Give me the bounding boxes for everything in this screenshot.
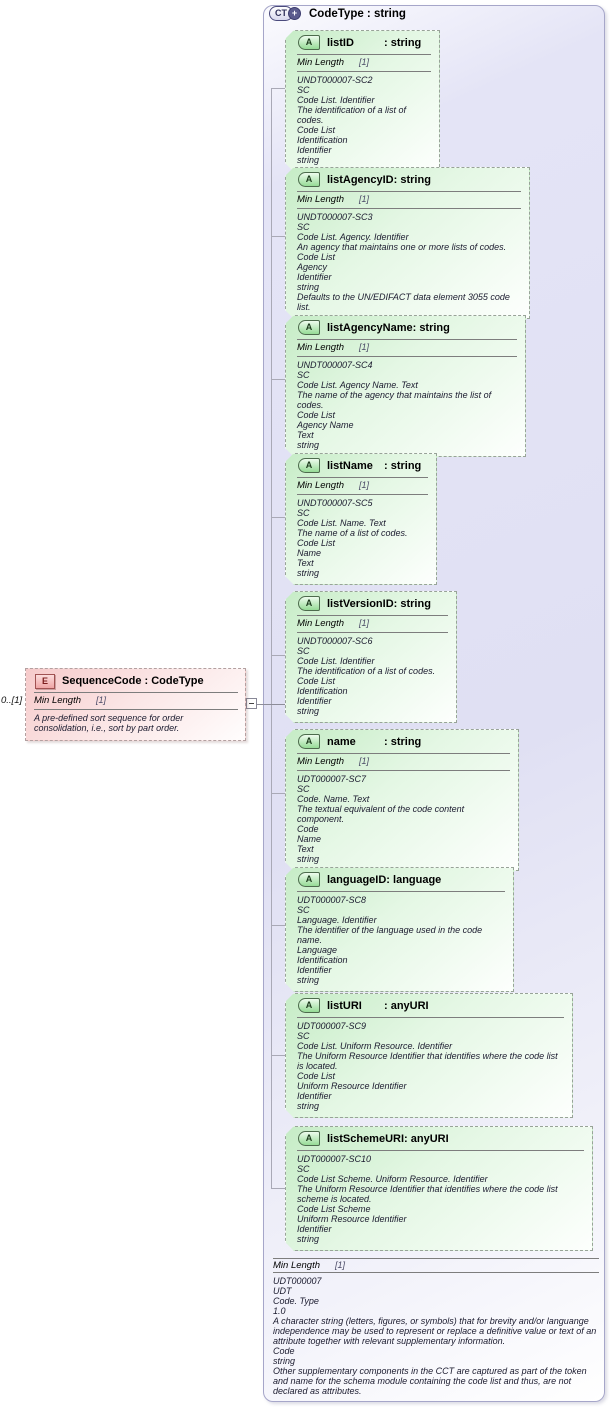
divider [297, 54, 431, 55]
tree-stub-listid [271, 88, 285, 89]
attribute-title: languageID: language [327, 873, 442, 886]
complextype-title: CodeType : string [309, 7, 406, 20]
attribute-header: A name: string [286, 730, 518, 751]
tree-stub-listschemeuri [271, 1188, 285, 1189]
tree-stub-listuri [271, 1055, 285, 1056]
attribute-title: listURI: anyURI [327, 999, 429, 1012]
attribute-header: A listURI: anyURI [286, 994, 572, 1015]
attribute-box-listversionid[interactable]: A listVersionID: string Min Length[1] UN… [285, 591, 457, 723]
divider [297, 339, 517, 340]
element-icon: E [35, 673, 55, 689]
divider [297, 615, 448, 616]
attribute-icon: A [298, 1131, 320, 1146]
divider [297, 477, 428, 478]
attribute-title: listAgencyName: string [327, 321, 450, 334]
element-box-sequencecode[interactable]: E SequenceCode : CodeType Min Length[1] … [25, 668, 246, 741]
attribute-icon: A [298, 998, 320, 1013]
tree-stub-name [271, 793, 285, 794]
divider [297, 753, 510, 754]
attribute-header: A listAgencyName: string [286, 316, 525, 337]
attribute-header: A listVersionID: string [286, 592, 456, 613]
element-connector-line [246, 704, 285, 705]
attribute-title: listAgencyID: string [327, 173, 431, 186]
attribute-header: A listSchemeURI: anyURI [286, 1127, 592, 1148]
facet-minlength: Min Length[1] [297, 57, 370, 68]
attribute-header: A listName: string [286, 454, 436, 475]
attribute-icon: A [298, 458, 320, 473]
complextype-header[interactable]: CT + CodeType : string [269, 6, 406, 21]
attribute-box-listname[interactable]: A listName: string Min Length[1] UNDT000… [285, 453, 437, 585]
attribute-icon: A [298, 35, 320, 50]
tree-stub-listagencyid [271, 236, 285, 237]
attribute-header: A listAgencyID: string [286, 168, 529, 189]
attribute-title: listName: string [327, 459, 422, 472]
divider [297, 1150, 584, 1151]
attribute-title: listID: string [327, 36, 422, 49]
divider [297, 356, 517, 357]
facet-minlength: Min Length[1] [34, 695, 107, 706]
attribute-title: listSchemeURI: anyURI [327, 1132, 449, 1145]
annotation-lines: A pre-defined sort sequence for order co… [34, 713, 184, 733]
attribute-icon: A [298, 320, 320, 335]
minus-glyph [249, 703, 254, 704]
attribute-title: name: string [327, 735, 422, 748]
divider [297, 632, 448, 633]
divider [297, 770, 510, 771]
facet-minlength: Min Length[1] [297, 480, 370, 491]
facet-minlength: Min Length[1] [297, 194, 370, 205]
collapse-minus-icon[interactable] [246, 698, 257, 709]
facet-minlength: Min Length[1] [297, 342, 370, 353]
element-title: SequenceCode : CodeType [62, 675, 204, 687]
attribute-box-listagencyid[interactable]: A listAgencyID: string Min Length[1] UND… [285, 167, 530, 319]
attribute-icon: A [298, 172, 320, 187]
attribute-icon: A [298, 872, 320, 887]
tree-stub-listname [271, 517, 285, 518]
divider [34, 709, 238, 710]
element-header: E SequenceCode : CodeType [26, 669, 245, 690]
attribute-title: listVersionID: string [327, 597, 431, 610]
divider [297, 71, 431, 72]
attribute-box-name[interactable]: A name: string Min Length[1] UDT000007-S… [285, 729, 519, 871]
root-facet-minlength: Min Length[1] [273, 1260, 346, 1271]
attribute-header: A listID: string [286, 31, 439, 52]
facet-minlength: Min Length[1] [297, 618, 370, 629]
divider [297, 494, 428, 495]
attribute-box-listagencyname[interactable]: A listAgencyName: string Min Length[1] U… [285, 315, 526, 457]
tree-stub-languageid [271, 925, 285, 926]
attribute-header: A languageID: language [286, 868, 513, 889]
plus-badge-icon: + [288, 7, 301, 20]
tree-stub-listversionid [271, 655, 285, 656]
attribute-icon: A [298, 734, 320, 749]
attribute-box-listid[interactable]: A listID: string Min Length[1] UNDT00000… [285, 30, 440, 172]
facet-minlength: Min Length[1] [297, 756, 370, 767]
divider [297, 1017, 564, 1018]
divider [297, 191, 521, 192]
divider [273, 1272, 599, 1273]
divider [297, 891, 505, 892]
divider [297, 208, 521, 209]
cardinality-label: 0..[1] [1, 695, 23, 706]
divider [34, 692, 238, 693]
tree-stub-listagencyname [271, 379, 285, 380]
divider [273, 1258, 599, 1259]
tree-vertical-line [271, 88, 272, 1188]
attribute-icon: A [298, 596, 320, 611]
